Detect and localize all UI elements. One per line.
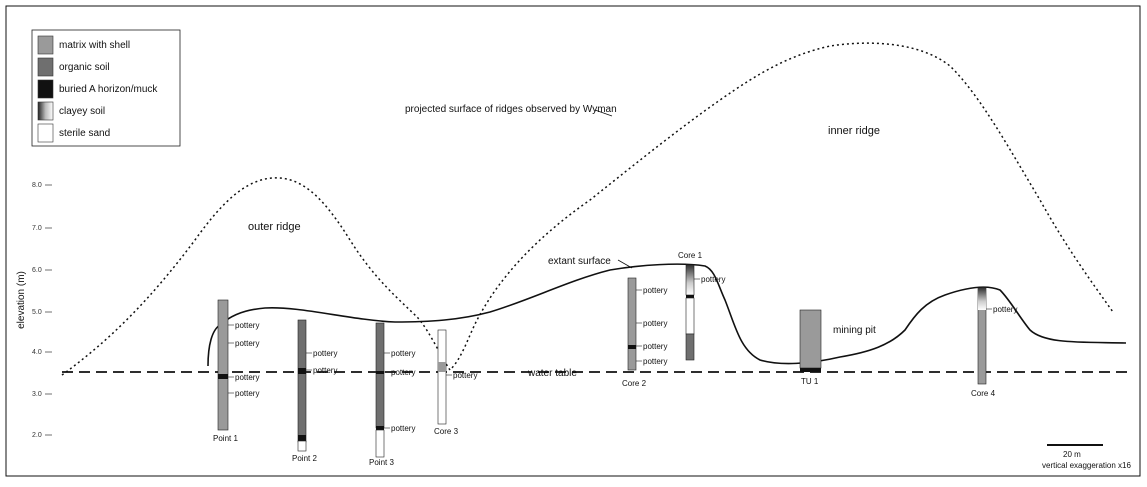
outer-ridge-label: outer ridge	[248, 221, 301, 233]
legend-label-organic: organic soil	[59, 62, 110, 73]
pottery-label: pottery	[643, 342, 667, 351]
legend-swatch-organic	[37, 57, 54, 77]
pottery-label: pottery	[235, 389, 259, 398]
test-unit-1: TU 1	[799, 309, 822, 386]
core-label: Point 2	[292, 454, 317, 463]
pottery-label: pottery	[391, 349, 415, 358]
core-2: pottery pottery pottery pottery Core 2	[622, 277, 667, 388]
y-tick-5: 5.0	[32, 309, 42, 316]
legend-box	[31, 29, 181, 147]
pottery-label: pottery	[993, 305, 1017, 314]
core-label: Point 3	[369, 458, 394, 467]
projected-surface-label: projected surface of ridges observed by …	[405, 104, 617, 115]
legend: matrix with shell organic soil buried A …	[31, 29, 181, 147]
pottery-label: pottery	[391, 368, 415, 377]
projected-ridge-line	[61, 42, 1114, 376]
extant-surface-label: extant surface	[548, 256, 611, 267]
y-tick-4: 4.0	[32, 349, 42, 356]
core-label: Core 4	[971, 389, 996, 398]
core-label: Core 3	[434, 427, 459, 436]
inner-ridge-label: inner ridge	[828, 125, 880, 137]
core-label: Core 1	[678, 251, 703, 260]
pottery-label: pottery	[313, 366, 337, 375]
pottery-label: pottery	[313, 349, 337, 358]
core-3: pottery Core 3	[434, 329, 477, 436]
y-tick-8: 8.0	[32, 182, 42, 189]
y-tick-7: 7.0	[32, 225, 42, 232]
pottery-label: pottery	[235, 373, 259, 382]
legend-swatch-clayey	[37, 101, 54, 121]
extant-surface-line	[207, 263, 1127, 367]
legend-swatch-buried	[37, 79, 54, 99]
scale-bar: 20 m vertical exaggeration x16	[1042, 444, 1131, 470]
water-table-label: water table	[527, 368, 577, 379]
legend-label-matrix: matrix with shell	[59, 40, 130, 51]
scale-bar-label: 20 m	[1063, 450, 1081, 459]
legend-label-buried: buried A horizon/muck	[59, 84, 158, 95]
core-point-1: pottery pottery pottery pottery Point 1	[213, 299, 259, 443]
legend-label-sand: sterile sand	[59, 128, 110, 139]
y-axis-label: elevation (m)	[16, 271, 27, 329]
pottery-label: pottery	[235, 321, 259, 330]
figure-frame	[5, 5, 1141, 477]
y-axis: elevation (m) 8.0 7.0 6.0 5.0 4.0 3.0 2.…	[16, 182, 52, 439]
vertical-exaggeration-note: vertical exaggeration x16	[1042, 461, 1131, 470]
core-1: pottery Core 1	[678, 251, 725, 361]
legend-swatch-sand	[37, 123, 54, 143]
y-tick-2: 2.0	[32, 432, 42, 439]
pottery-label: pottery	[453, 371, 477, 380]
pottery-label: pottery	[701, 275, 725, 284]
legend-label-clayey: clayey soil	[59, 106, 105, 117]
pottery-label: pottery	[643, 286, 667, 295]
core-label: Point 1	[213, 434, 238, 443]
mining-pit-label: mining pit	[833, 325, 876, 336]
pottery-label: pottery	[235, 339, 259, 348]
pottery-label: pottery	[643, 319, 667, 328]
core-label: TU 1	[801, 377, 819, 386]
pottery-label: pottery	[643, 357, 667, 366]
pottery-label: pottery	[391, 424, 415, 433]
core-label: Core 2	[622, 379, 647, 388]
core-4: pottery Core 4	[971, 287, 1017, 398]
y-tick-6: 6.0	[32, 267, 42, 274]
legend-swatch-matrix	[37, 35, 54, 55]
core-point-3: pottery pottery pottery Point 3	[369, 322, 415, 467]
y-tick-3: 3.0	[32, 391, 42, 398]
core-point-2: pottery pottery Point 2	[292, 319, 337, 463]
